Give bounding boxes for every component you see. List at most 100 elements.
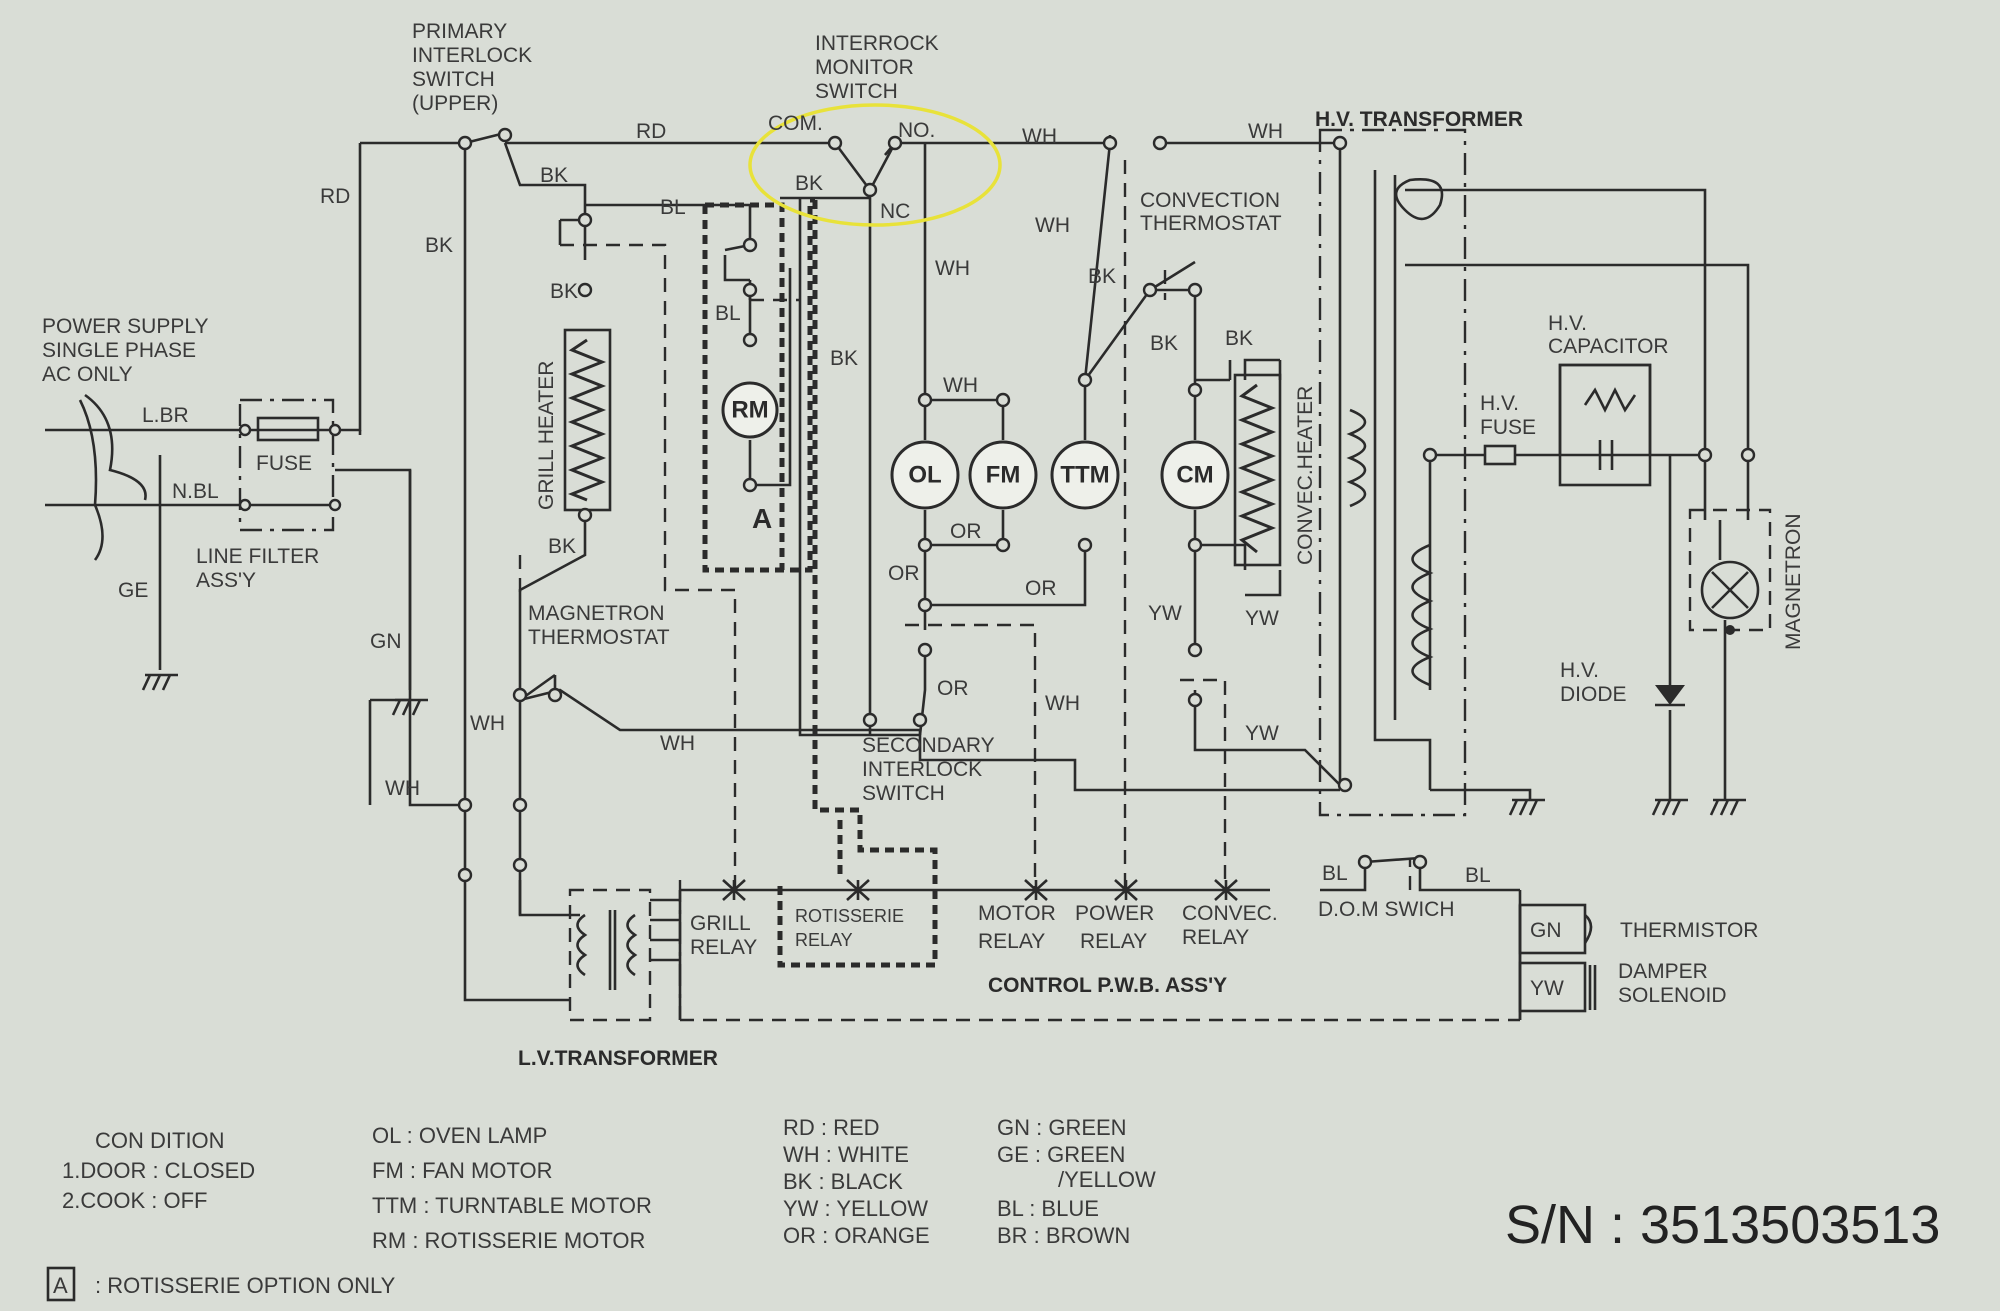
grill-relay-label-2: RELAY bbox=[690, 936, 757, 959]
monitor-switch-label-3: SWITCH bbox=[815, 80, 898, 103]
wire-wh-9: WH bbox=[385, 777, 420, 800]
wire-yw-1: YW bbox=[1148, 602, 1182, 625]
a-label: A bbox=[752, 503, 772, 534]
lv-transformer-label: L.V.TRANSFORMER bbox=[518, 1047, 718, 1070]
wire-bl-2: BL bbox=[715, 302, 741, 325]
wire-bk-9: BK bbox=[1225, 327, 1253, 350]
line-filter-label-1: LINE FILTER bbox=[196, 545, 319, 568]
wire-bl-3: BL bbox=[1322, 862, 1348, 885]
wire-wh-6: WH bbox=[1045, 692, 1080, 715]
wire-bk-6: BK bbox=[548, 535, 576, 558]
legend-color-or: OR : ORANGE bbox=[783, 1223, 930, 1248]
lv-transformer-element bbox=[568, 888, 652, 1022]
secondary-switch-label-2: INTERLOCK bbox=[862, 758, 982, 781]
nc-label: NC bbox=[880, 200, 910, 223]
damper-solenoid-label-2: SOLENOID bbox=[1618, 984, 1727, 1007]
dashed-links bbox=[518, 160, 1520, 1022]
wire-gn: GN bbox=[370, 630, 402, 653]
magnetron-thermostat-label-1: MAGNETRON bbox=[528, 602, 665, 625]
wire-bk-8: BK bbox=[1150, 332, 1178, 355]
legend-abbrev-1: OL : OVEN LAMP bbox=[372, 1123, 547, 1148]
no-label: NO. bbox=[898, 119, 935, 142]
wire-bl-4: BL bbox=[1465, 864, 1491, 887]
legend-color-br: BR : BROWN bbox=[997, 1223, 1130, 1248]
wire-rd-left: RD bbox=[320, 185, 350, 208]
relay-contacts bbox=[722, 879, 1238, 901]
secondary-switch-label-1: SECONDARY bbox=[862, 734, 995, 757]
hv-capacitor-label-1: H.V. bbox=[1548, 312, 1587, 335]
gn-label: GN bbox=[1530, 919, 1562, 942]
legend-color-yw: YW : YELLOW bbox=[783, 1196, 928, 1221]
rm-label: RM bbox=[731, 397, 768, 424]
power-plug-icon bbox=[78, 393, 147, 561]
wire-bl-1: BL bbox=[660, 196, 686, 219]
power-supply-label-3: AC ONLY bbox=[42, 363, 133, 386]
legend-condition-title: CON DITION bbox=[95, 1128, 225, 1153]
motor-relay-label-1: MOTOR bbox=[978, 902, 1056, 925]
legend-abbrev-2: FM : FAN MOTOR bbox=[372, 1158, 552, 1183]
magnetron-thermostat-label-2: THERMOSTAT bbox=[528, 626, 670, 649]
power-supply-label-1: POWER SUPPLY bbox=[42, 315, 208, 338]
secondary-switch-label-3: SWITCH bbox=[862, 782, 945, 805]
wire-rd-top: RD bbox=[636, 120, 666, 143]
nodes bbox=[238, 127, 1756, 883]
legend-color-bk: BK : BLACK bbox=[783, 1169, 903, 1194]
hv-capacitor-element bbox=[1558, 363, 1652, 487]
wire-wh-8: WH bbox=[470, 712, 505, 735]
legend: CON DITION 1.DOOR : CLOSED 2.COOK : OFF … bbox=[46, 1115, 1156, 1302]
legend-color-ge-2: /YELLOW bbox=[1058, 1167, 1156, 1192]
rotisserie-option-boundary bbox=[702, 197, 938, 968]
legend-color-rd: RD : RED bbox=[783, 1115, 880, 1140]
legend-a-box bbox=[46, 1266, 76, 1302]
legend-condition-2: 2.COOK : OFF bbox=[62, 1188, 207, 1213]
line-filter-label-2: ASS'Y bbox=[196, 569, 256, 592]
rm-motor bbox=[721, 381, 779, 439]
hv-fuse-label-2: FUSE bbox=[1480, 416, 1536, 439]
wire-code-labels: RD RD BK BK BL BK BK BL BK BK WH WH WH W… bbox=[320, 120, 1491, 887]
fm-label: FM bbox=[986, 462, 1021, 489]
hv-diode-label-2: DIODE bbox=[1560, 683, 1627, 706]
fuse-label: FUSE bbox=[256, 452, 312, 475]
wire-bk-3: BK bbox=[795, 172, 823, 195]
wire-yw-3: YW bbox=[1245, 722, 1279, 745]
convection-thermostat-label-1: CONVECTION bbox=[1140, 189, 1280, 212]
dom-switch-label: D.O.M SWICH bbox=[1318, 898, 1455, 921]
serial-number: S/N : 3513503513 bbox=[1505, 1195, 1940, 1255]
legend-abbrev-3: TTM : TURNTABLE MOTOR bbox=[372, 1193, 652, 1218]
primary-switch-label-2: INTERLOCK bbox=[412, 44, 532, 67]
motor-relay-label-2: RELAY bbox=[978, 930, 1045, 953]
convec-heater-element bbox=[1233, 373, 1282, 567]
hv-diode-label-1: H.V. bbox=[1560, 659, 1599, 682]
hv-diode-element bbox=[1655, 685, 1685, 707]
control-pwb-box bbox=[678, 890, 1522, 1020]
power-supply-label-2: SINGLE PHASE bbox=[42, 339, 196, 362]
monitor-switch-highlight bbox=[748, 103, 1002, 227]
ttm-turntable-motor bbox=[1050, 440, 1120, 510]
cm-convection-motor bbox=[1160, 440, 1230, 510]
fuse-element bbox=[256, 416, 320, 442]
ge-label: GE bbox=[118, 579, 148, 602]
hv-fuse-label-1: H.V. bbox=[1480, 392, 1519, 415]
wire-bk-7: BK bbox=[1088, 265, 1116, 288]
power-relay-label-1: POWER bbox=[1075, 902, 1154, 925]
yw-label: YW bbox=[1530, 977, 1564, 1000]
grill-heater-label: GRILL HEATER bbox=[535, 361, 558, 510]
ttm-label: TTM bbox=[1060, 462, 1109, 489]
wire-bk-4: BK bbox=[550, 280, 578, 303]
power-relay-label-2: RELAY bbox=[1080, 930, 1147, 953]
wire-wh-5: WH bbox=[943, 374, 978, 397]
convection-thermostat-label-2: THERMOSTAT bbox=[1140, 212, 1282, 235]
hv-transformer-coils bbox=[1346, 177, 1444, 687]
magnetron-label: MAGNETRON bbox=[1782, 514, 1805, 651]
monitor-switch-label-2: MONITOR bbox=[815, 56, 914, 79]
monitor-switch-label-1: INTERROCK bbox=[815, 32, 939, 55]
legend-a-mark: A bbox=[53, 1273, 68, 1298]
hv-capacitor-label-2: CAPACITOR bbox=[1548, 335, 1669, 358]
wire-bk-5: BK bbox=[830, 347, 858, 370]
rotisserie-relay-label-2: RELAY bbox=[795, 930, 853, 950]
rotisserie-relay-label-1: ROTISSERIE bbox=[795, 906, 904, 926]
wire-or-4: OR bbox=[937, 677, 969, 700]
legend-abbrev-4: RM : ROTISSERIE MOTOR bbox=[372, 1228, 645, 1253]
